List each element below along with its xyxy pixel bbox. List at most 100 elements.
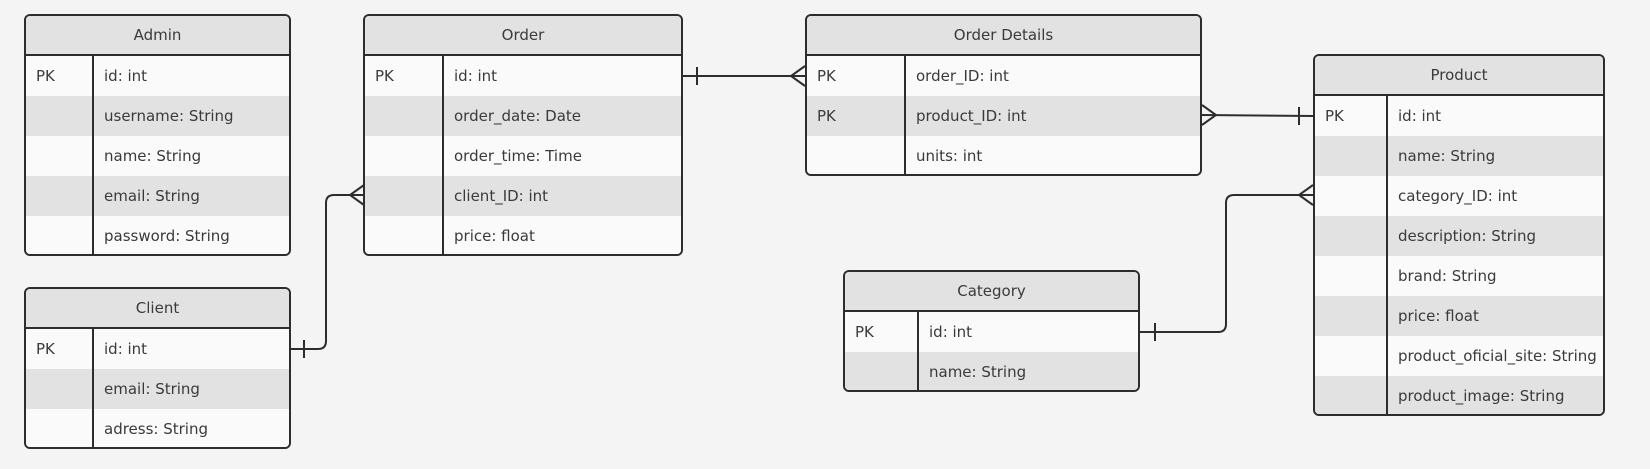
relationship-category-product xyxy=(1140,184,1314,341)
key-cell xyxy=(807,136,906,174)
field-cell: name: String xyxy=(929,363,1027,381)
field-cell: username: String xyxy=(104,107,234,125)
table-row: PK id: int xyxy=(26,329,289,369)
key-cell xyxy=(365,176,444,216)
field-cell: product_ID: int xyxy=(916,107,1027,125)
table-row: name: String xyxy=(1315,136,1603,176)
table-row: name: String xyxy=(26,136,289,176)
field-cell: product_oficial_site: String xyxy=(1398,347,1597,365)
table-row: PK order_ID: int xyxy=(807,56,1200,96)
key-cell: PK xyxy=(26,56,94,96)
field-cell: id: int xyxy=(1398,107,1442,125)
relationship-client-order xyxy=(289,184,365,358)
key-cell xyxy=(1315,216,1388,256)
key-cell: PK xyxy=(26,329,94,369)
entity-title: Order Details xyxy=(807,16,1200,56)
crowsfoot-many-marker xyxy=(1297,184,1314,206)
key-cell xyxy=(26,409,94,447)
table-row: description: String xyxy=(1315,216,1603,256)
field-cell: id: int xyxy=(454,67,498,85)
entity-title: Product xyxy=(1315,56,1603,96)
key-cell xyxy=(26,216,94,254)
field-cell: email: String xyxy=(104,187,200,205)
key-cell xyxy=(26,136,94,176)
table-row: units: int xyxy=(807,136,1200,174)
key-cell xyxy=(365,96,444,136)
key-cell: PK xyxy=(807,56,906,96)
field-cell: price: float xyxy=(1398,307,1479,325)
field-cell: product_image: String xyxy=(1398,387,1565,405)
field-cell: password: String xyxy=(104,227,230,245)
table-row: name: String xyxy=(845,352,1138,390)
crowsfoot-many-marker xyxy=(1201,104,1218,126)
key-cell xyxy=(1315,336,1388,376)
crowsfoot-many-marker xyxy=(348,184,365,206)
field-cell: order_date: Date xyxy=(454,107,581,125)
field-cell: description: String xyxy=(1398,227,1536,245)
field-cell: email: String xyxy=(104,380,200,398)
table-row: brand: String xyxy=(1315,256,1603,296)
field-cell: client_ID: int xyxy=(454,187,549,205)
key-cell xyxy=(1315,376,1388,414)
field-cell: order_time: Time xyxy=(454,147,582,165)
table-row: price: float xyxy=(1315,296,1603,336)
table-row: PK product_ID: int xyxy=(807,96,1200,136)
table-row: adress: String xyxy=(26,409,289,447)
key-cell xyxy=(26,176,94,216)
table-row: PK id: int xyxy=(1315,96,1603,136)
key-cell: PK xyxy=(365,56,444,96)
field-cell: name: String xyxy=(104,147,202,165)
field-cell: order_ID: int xyxy=(916,67,1009,85)
table-row: order_date: Date xyxy=(365,96,681,136)
table-row: product_oficial_site: String xyxy=(1315,336,1603,376)
key-cell xyxy=(1315,136,1388,176)
table-row: price: float xyxy=(365,216,681,254)
table-row: category_ID: int xyxy=(1315,176,1603,216)
connector-line xyxy=(1140,194,1313,333)
key-cell xyxy=(26,96,94,136)
entity-product[interactable]: Product PK id: int name: String category… xyxy=(1313,54,1605,416)
field-cell: name: String xyxy=(1398,147,1496,165)
key-cell xyxy=(365,136,444,176)
key-cell xyxy=(1315,296,1388,336)
table-row: email: String xyxy=(26,369,289,409)
key-cell xyxy=(1315,256,1388,296)
entity-title: Order xyxy=(365,16,681,56)
connector-line xyxy=(1201,114,1314,117)
key-cell: PK xyxy=(1315,96,1388,136)
key-cell: PK xyxy=(807,96,906,136)
entity-order-details[interactable]: Order Details PK order_ID: int PK produc… xyxy=(805,14,1202,176)
field-cell: price: float xyxy=(454,227,535,245)
entity-order[interactable]: Order PK id: int order_date: Date order_… xyxy=(363,14,683,256)
field-cell: id: int xyxy=(929,323,973,341)
table-row: username: String xyxy=(26,96,289,136)
table-row: password: String xyxy=(26,216,289,254)
table-row: PK id: int xyxy=(845,312,1138,352)
key-cell: PK xyxy=(845,312,919,352)
table-row: product_image: String xyxy=(1315,376,1603,414)
field-cell: id: int xyxy=(104,340,148,358)
relationship-order-order-details xyxy=(683,65,806,87)
key-cell xyxy=(845,352,919,390)
table-row: PK id: int xyxy=(365,56,681,96)
table-row: PK id: int xyxy=(26,56,289,96)
field-cell: id: int xyxy=(104,67,148,85)
field-cell: brand: String xyxy=(1398,267,1497,285)
connector-line xyxy=(289,194,364,350)
field-cell: units: int xyxy=(916,147,983,165)
entity-client[interactable]: Client PK id: int email: String adress: … xyxy=(24,287,291,449)
key-cell xyxy=(365,216,444,254)
key-cell xyxy=(26,369,94,409)
key-cell xyxy=(1315,176,1388,216)
entity-title: Client xyxy=(26,289,289,329)
field-cell: adress: String xyxy=(104,420,208,438)
relationship-order-details-product xyxy=(1201,104,1314,126)
table-row: client_ID: int xyxy=(365,176,681,216)
entity-title: Category xyxy=(845,272,1138,312)
entity-category[interactable]: Category PK id: int name: String xyxy=(843,270,1140,392)
crowsfoot-many-marker xyxy=(789,65,806,87)
entity-admin[interactable]: Admin PK id: int username: String name: … xyxy=(24,14,291,256)
entity-title: Admin xyxy=(26,16,289,56)
table-row: order_time: Time xyxy=(365,136,681,176)
